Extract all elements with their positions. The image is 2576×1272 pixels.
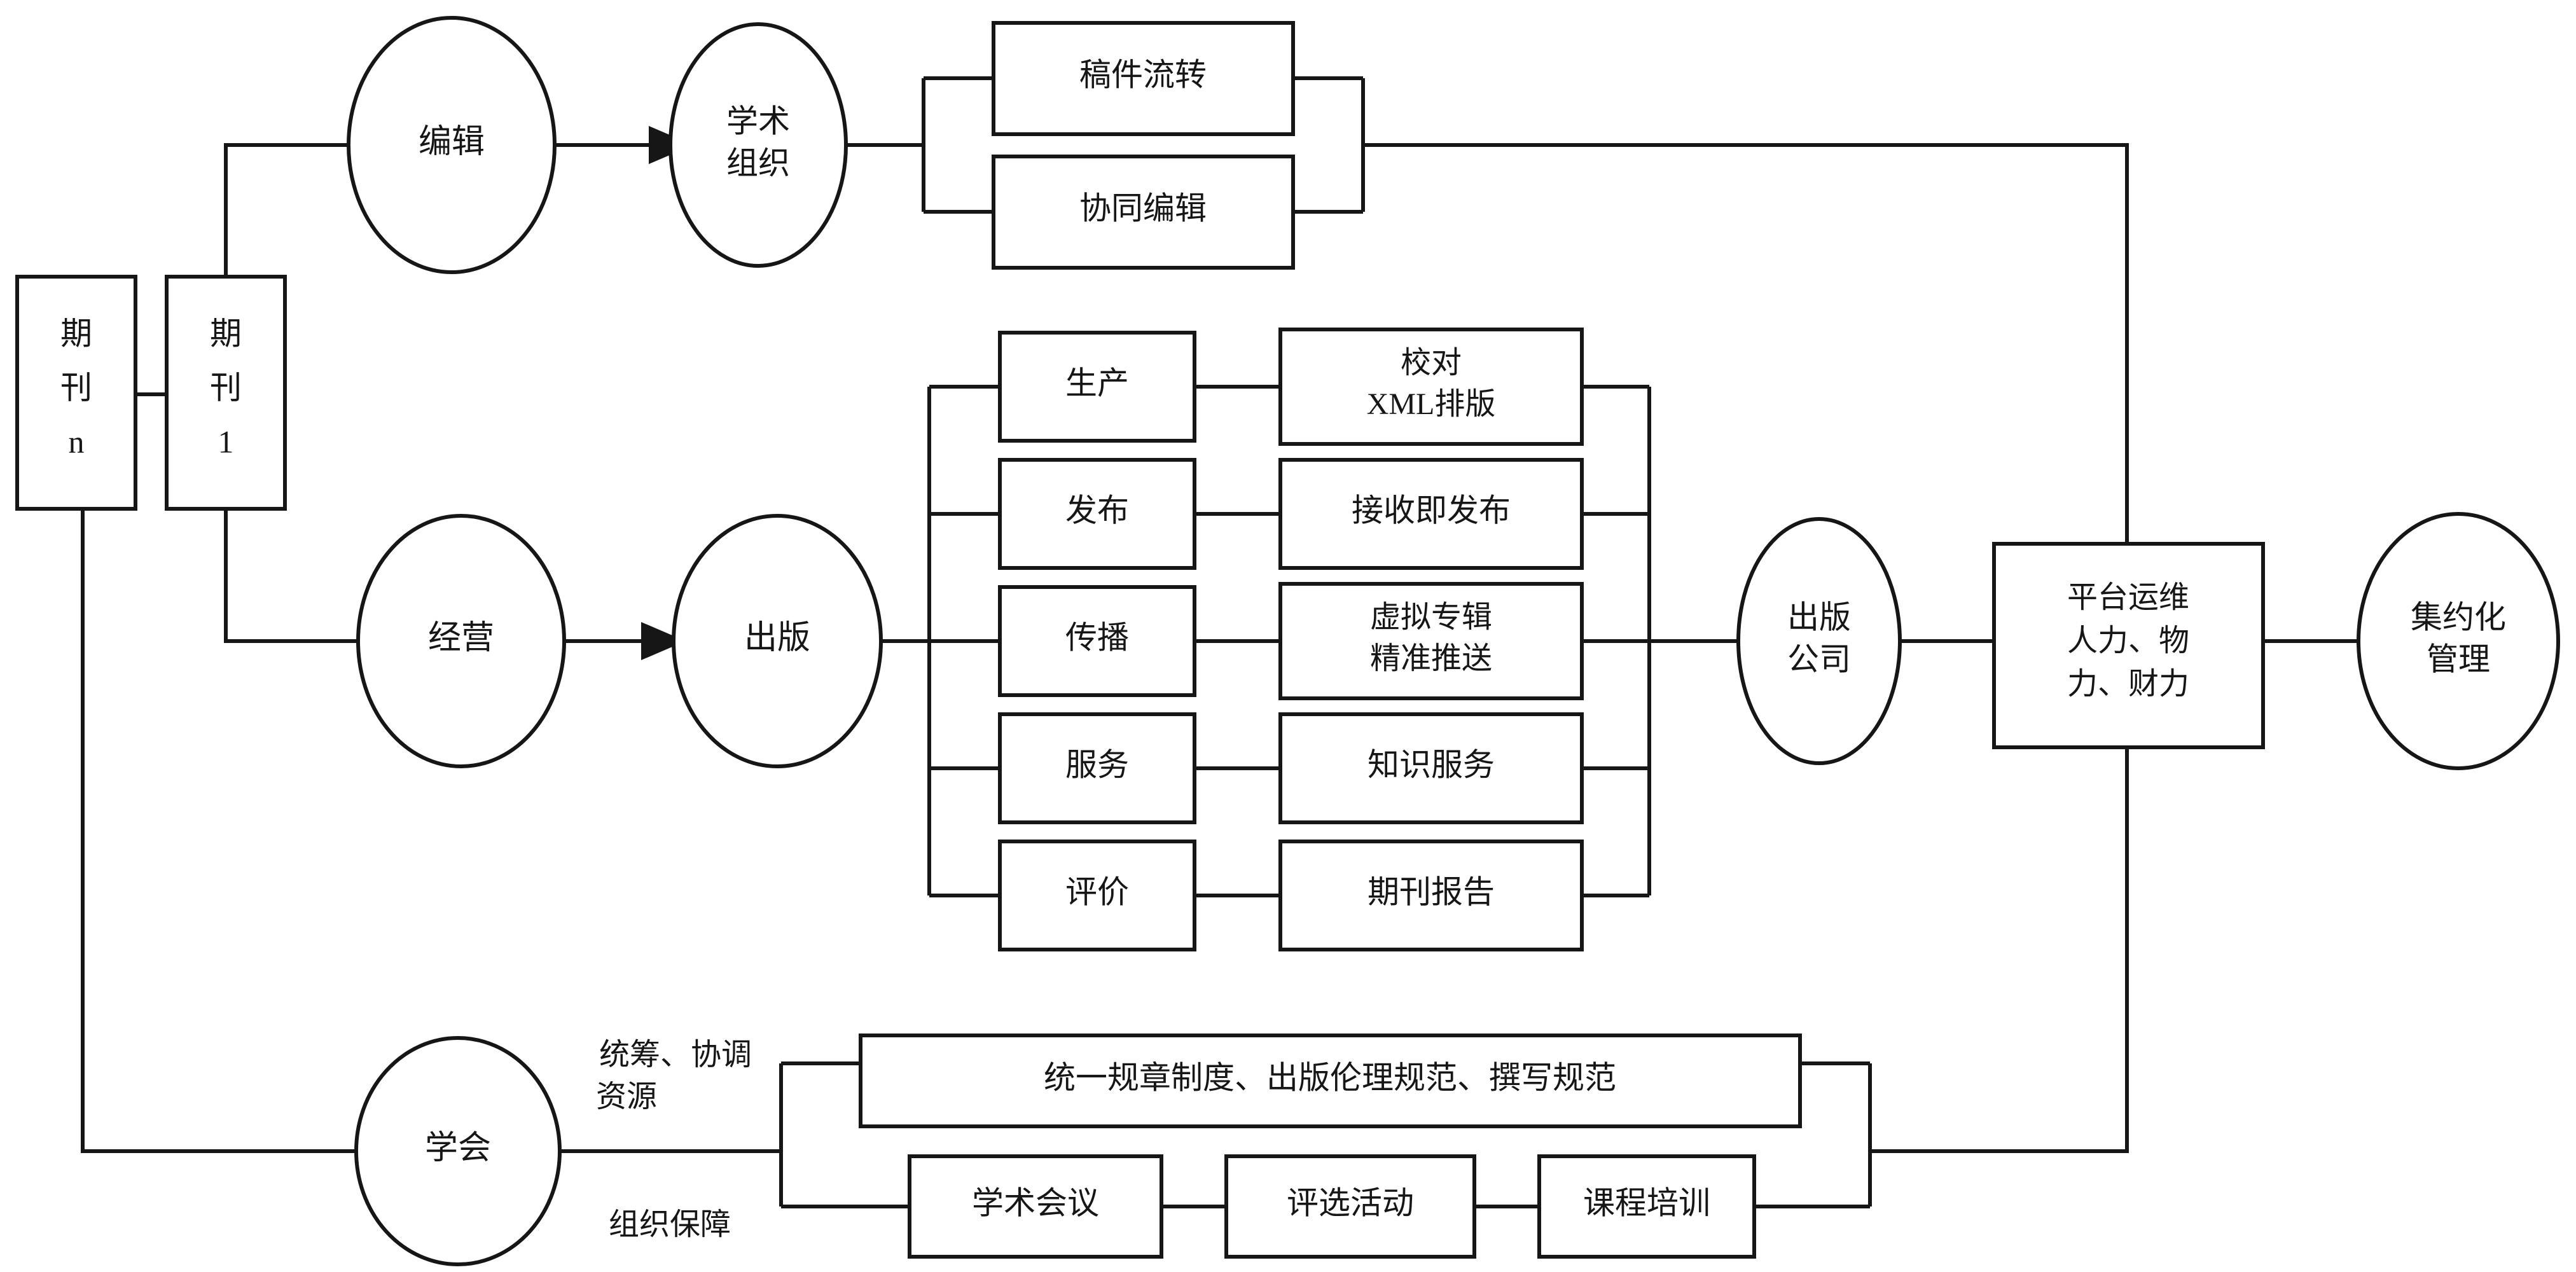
node-academic-org-label-2: 组织 [726,145,790,181]
node-academic-org[interactable]: 学术 组织 [668,22,848,268]
node-intensive-management-label-1: 集约化 [2411,599,2506,635]
node-publish-on-accept[interactable]: 接收即发布 [1278,458,1584,570]
node-society[interactable]: 学会 [354,1036,562,1266]
node-academic-conference-box [908,1154,1163,1259]
node-selection-activity-box [1224,1154,1476,1259]
node-platform-ops-label-3: 力、财力 [2067,667,2189,701]
node-journal-n[interactable]: 期 刊 n [15,275,137,511]
node-publishing-company-label-2: 公司 [1787,641,1851,677]
node-proof-xml-label-1: 校对 [1401,346,1462,380]
node-service-box [998,712,1196,824]
node-journal-n-label-3: n [69,424,85,459]
node-production-label: 生产 [1065,365,1129,401]
link-journaln-to-society [81,509,356,1153]
node-selection-activity-label: 评选活动 [1287,1185,1414,1220]
edge-label-organizational-support: 组织保障 [609,1208,731,1241]
node-selection-activity[interactable]: 评选活动 [1224,1154,1476,1259]
node-journal-1-label-2: 刊 [210,370,242,405]
node-editing[interactable]: 编辑 [347,16,557,274]
node-editing-ellipse [347,16,557,274]
node-operations[interactable]: 经营 [356,514,566,768]
node-knowledge-service-label: 知识服务 [1368,747,1495,782]
node-dissemination-label: 传播 [1065,619,1129,655]
node-intensive-management-label-2: 管理 [2427,641,2490,677]
edge-label-coordinate-resources-line2: 资源 [596,1080,657,1114]
node-release[interactable]: 发布 [998,458,1196,570]
link-top-group-to-platform-ops [1363,143,2129,544]
node-publish-on-accept-label: 接收即发布 [1352,492,1511,528]
node-operations-ellipse [356,514,566,768]
node-society-label: 学会 [425,1130,491,1166]
node-course-training-box [1537,1154,1756,1259]
node-dissemination[interactable]: 传播 [998,585,1196,697]
node-platform-ops-box [1992,542,2265,749]
node-publishing-ellipse [672,514,883,768]
node-proof-xml-label-2: XML排版 [1367,387,1496,421]
node-intensive-management[interactable]: 集约化 管理 [2357,512,2560,770]
node-production-box [998,331,1196,443]
node-journal-1-label-1: 期 [210,315,242,351]
node-unified-rules-label: 统一规章制度、出版伦理规范、撰写规范 [1044,1060,1616,1095]
node-unified-rules-box [859,1034,1802,1128]
node-release-label: 发布 [1065,492,1129,528]
node-academic-conference-label: 学术会议 [972,1185,1099,1220]
node-publishing[interactable]: 出版 [672,514,883,768]
node-course-training[interactable]: 课程培训 [1537,1154,1756,1259]
node-platform-ops-label-2: 人力、物 [2067,624,2189,658]
node-manuscript-flow-label: 稿件流转 [1079,57,1207,92]
node-society-ellipse [354,1036,562,1266]
node-academic-conference[interactable]: 学术会议 [908,1154,1163,1259]
arrowhead-operations-to-publishing [641,622,686,660]
node-operations-label: 经营 [428,620,494,656]
node-production[interactable]: 生产 [998,331,1196,443]
node-virtual-issue-label-2: 精准推送 [1370,642,1492,675]
node-evaluation-box [998,840,1196,951]
node-course-training-label: 课程培训 [1583,1185,1710,1220]
node-academic-org-label-1: 学术 [726,103,790,139]
node-journal-report-box [1278,840,1584,951]
node-release-box [998,458,1196,570]
node-manuscript-flow-box [992,21,1295,136]
node-evaluation[interactable]: 评价 [998,840,1196,951]
node-virtual-issue-box [1278,582,1584,700]
node-collab-edit-box [992,155,1295,270]
link-journal1-to-editing [224,143,349,277]
node-knowledge-service-box [1278,712,1584,824]
node-collab-edit-label: 协同编辑 [1079,190,1207,226]
node-journal-report[interactable]: 期刊报告 [1278,840,1584,951]
node-publishing-company-label-1: 出版 [1787,599,1851,635]
node-publishing-company-ellipse [1736,517,1902,765]
node-collab-edit[interactable]: 协同编辑 [992,155,1295,270]
link-platform-ops-to-bottom-group [1870,747,2129,1153]
node-journal-report-label: 期刊报告 [1368,874,1495,909]
node-virtual-issue-label-1: 虚拟专辑 [1370,600,1492,634]
node-journal-n-box [15,275,137,511]
node-journal-n-label-1: 期 [60,315,92,351]
node-journal-n-label-2: 刊 [60,370,92,405]
node-intensive-management-ellipse [2357,512,2560,770]
node-publishing-company[interactable]: 出版 公司 [1736,517,1902,765]
node-manuscript-flow[interactable]: 稿件流转 [992,21,1295,136]
node-service-label: 服务 [1065,747,1129,782]
node-journal-1[interactable]: 期 刊 1 [165,275,287,511]
node-platform-ops-label-1: 平台运维 [2067,581,2189,614]
node-virtual-issue[interactable]: 虚拟专辑 精准推送 [1278,582,1584,700]
node-knowledge-service[interactable]: 知识服务 [1278,712,1584,824]
node-proof-xml[interactable]: 校对 XML排版 [1278,328,1584,446]
node-editing-label: 编辑 [419,124,485,160]
node-platform-ops[interactable]: 平台运维 人力、物 力、财力 [1992,542,2265,749]
node-academic-org-ellipse [668,22,848,268]
node-unified-rules[interactable]: 统一规章制度、出版伦理规范、撰写规范 [859,1034,1802,1128]
node-journal-1-box [165,275,287,511]
node-publishing-label: 出版 [744,620,810,656]
node-proof-xml-box [1278,328,1584,446]
link-journal1-to-operations [224,509,358,643]
node-service[interactable]: 服务 [998,712,1196,824]
node-publish-on-accept-box [1278,458,1584,570]
node-journal-1-label-3: 1 [218,424,234,459]
edge-label-coordinate-resources-line1: 统筹、协调 [599,1038,752,1072]
node-evaluation-label: 评价 [1065,874,1129,909]
node-dissemination-box [998,585,1196,697]
